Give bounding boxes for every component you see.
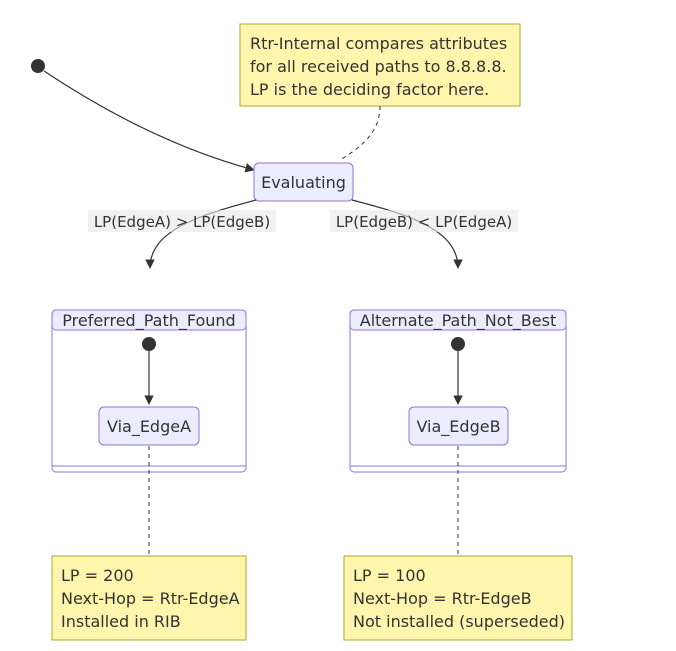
cluster-preferred-start-dot — [142, 337, 156, 351]
edge-label-left-bg — [88, 210, 276, 232]
note-right-line-1: LP = 100 — [353, 566, 426, 585]
state-via-edgea-label: Via_EdgeA — [107, 417, 191, 437]
note-top-connector — [339, 105, 381, 161]
note-top-line-3: LP is the deciding factor here. — [250, 80, 489, 99]
start-transition — [43, 70, 255, 173]
note-right-line-3: Not installed (superseded) — [353, 612, 565, 631]
note-left-line-1: LP = 200 — [61, 566, 134, 585]
edge-label-right: LP(EdgeB) < LP(EdgeA) — [336, 213, 512, 231]
edge-label-left: LP(EdgeA) > LP(EdgeB) — [94, 213, 270, 231]
edge-label-right-bg — [330, 210, 518, 232]
note-left-line-3: Installed in RIB — [61, 612, 181, 631]
state-evaluating[interactable]: Evaluating — [253, 162, 354, 202]
note-top: Rtr-Internal compares attributes for all… — [239, 23, 521, 107]
state-evaluating-label: Evaluating — [261, 173, 346, 192]
state-via-edgeb[interactable]: Via_EdgeB — [408, 406, 509, 446]
note-right: LP = 100 Next-Hop = Rtr-EdgeB Not instal… — [343, 555, 573, 641]
note-top-line-1: Rtr-Internal compares attributes — [250, 34, 507, 53]
state-via-edgeb-label: Via_EdgeB — [416, 417, 500, 437]
note-right-line-2: Next-Hop = Rtr-EdgeB — [353, 589, 532, 608]
cluster-preferred-title: Preferred_Path_Found — [62, 311, 235, 331]
note-left: LP = 200 Next-Hop = Rtr-EdgeA Installed … — [51, 555, 247, 641]
state-via-edgea[interactable]: Via_EdgeA — [98, 406, 200, 446]
note-top-line-2: for all received paths to 8.8.8.8. — [250, 57, 507, 76]
cluster-alternate-title: Alternate_Path_Not_Best — [360, 311, 556, 331]
note-left-line-2: Next-Hop = Rtr-EdgeA — [61, 589, 240, 608]
cluster-alternate-start-dot — [451, 337, 465, 351]
cluster-preferred: Preferred_Path_Found Via_EdgeA — [51, 309, 247, 473]
cluster-alternate: Alternate_Path_Not_Best Via_EdgeB — [349, 309, 567, 473]
start-state-dot — [31, 59, 45, 73]
